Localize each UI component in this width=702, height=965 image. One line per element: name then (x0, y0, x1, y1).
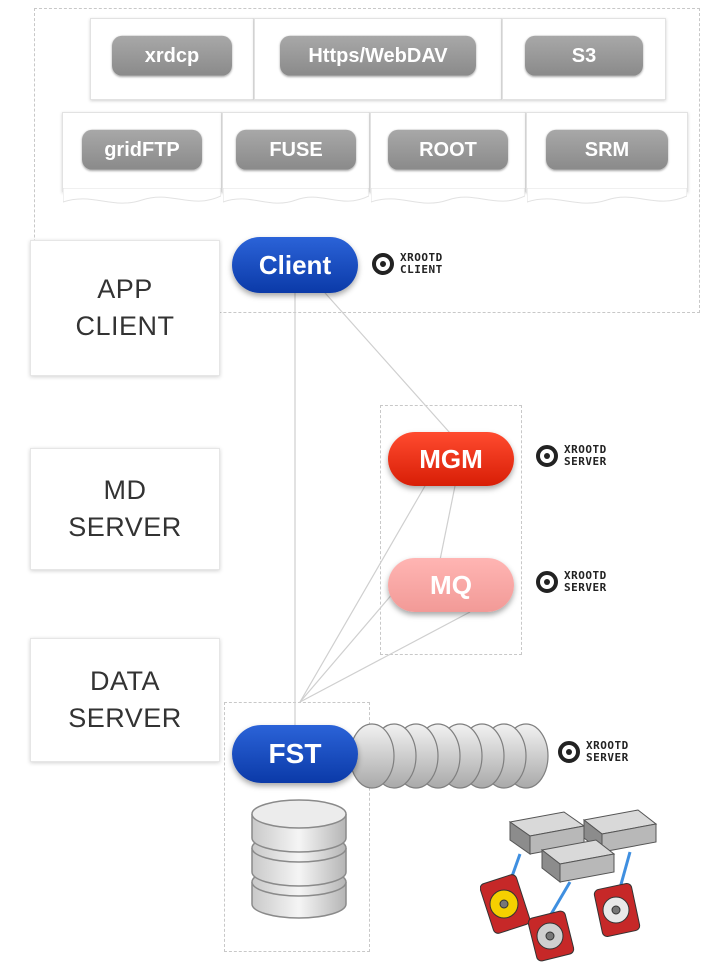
logo-server-text: SERVER (586, 751, 629, 764)
xrootd-logo-icon (558, 741, 580, 763)
link-mgm-mq (439, 485, 456, 561)
logo-server-text: SERVER (564, 455, 607, 468)
xrootd-logo-icon (536, 571, 558, 593)
card-wave (63, 188, 221, 204)
protocol-card-root: ROOT (370, 112, 526, 204)
protocol-card-srm: SRM (526, 112, 688, 204)
role-data-server-label: DATA SERVER (68, 666, 182, 733)
logo-xrootd-text: XROOTD (564, 443, 607, 456)
role-md-server-label: MD SERVER (68, 475, 182, 542)
fst-pill: FST (232, 725, 358, 783)
logo-xrootd-text: XROOTD (586, 739, 629, 752)
protocol-card-fuse: FUSE (222, 112, 370, 204)
client-pill: Client (232, 237, 358, 293)
protocol-srm: SRM (546, 129, 668, 170)
protocol-https-webdav: Https/WebDAV (280, 35, 476, 76)
card-wave (223, 188, 369, 204)
logo-xrootd-text: XROOTD (564, 569, 607, 582)
logo-client-text: CLIENT (400, 263, 443, 276)
client-protocol-region (34, 8, 700, 313)
link-fst-mgm (299, 485, 426, 703)
metadata-server-region (380, 405, 522, 655)
card-wave (371, 188, 525, 204)
xrootd-server-logo-mgm: XROOTD SERVER (536, 444, 607, 468)
xrootd-server-logo-fst: XROOTD SERVER (558, 740, 629, 764)
xrootd-server-logo-mq: XROOTD SERVER (536, 570, 607, 594)
link-fst-mq-b (299, 611, 471, 703)
protocol-card-s3: S3 (502, 18, 666, 100)
xrootd-logo-icon (536, 445, 558, 467)
mgm-pill: MGM (388, 432, 514, 486)
database-icon (251, 799, 347, 919)
protocol-s3: S3 (525, 35, 643, 76)
storage-hardware-icon (480, 809, 658, 962)
protocol-card-https-webdav: Https/WebDAV (254, 18, 502, 100)
data-server-region (224, 702, 370, 952)
link-fst-mq-a (299, 584, 401, 703)
xrootd-logo-icon (372, 253, 394, 275)
role-data-server: DATA SERVER (30, 638, 220, 762)
xrootd-client-logo: XROOTD CLIENT (372, 252, 443, 276)
role-app-client-label: APP CLIENT (75, 274, 175, 341)
fst-replica-stack (349, 723, 549, 789)
logo-xrootd-text: XROOTD (400, 251, 443, 264)
link-client-mgm (317, 284, 451, 434)
role-app-client: APP CLIENT (30, 240, 220, 376)
protocol-card-xrdcp: xrdcp (90, 18, 254, 100)
protocol-card-gridftp: gridFTP (62, 112, 222, 204)
protocol-fuse: FUSE (236, 129, 356, 170)
mq-pill: MQ (388, 558, 514, 612)
card-wave (527, 188, 687, 204)
protocol-xrdcp: xrdcp (112, 35, 232, 76)
role-md-server: MD SERVER (30, 448, 220, 570)
protocol-gridftp: gridFTP (82, 129, 202, 170)
protocol-root: ROOT (388, 129, 508, 170)
logo-server-text: SERVER (564, 581, 607, 594)
